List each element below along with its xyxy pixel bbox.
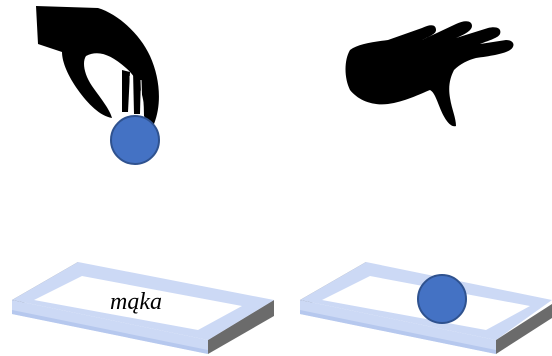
tray-label: mąka	[110, 289, 162, 315]
tray-with-flour	[12, 262, 274, 354]
open-hand-icon	[345, 21, 514, 127]
ball-held	[110, 115, 160, 165]
hand-holding-ball-icon	[36, 6, 159, 124]
ball-in-tray	[417, 274, 467, 324]
